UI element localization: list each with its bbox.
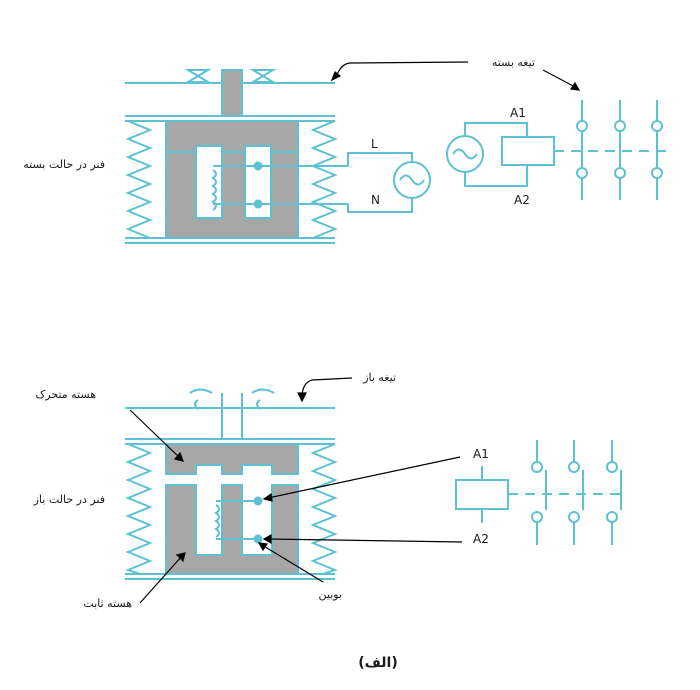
open-spring-right (310, 443, 338, 575)
closed-contactor (125, 69, 670, 244)
closed-coil-symbol (501, 136, 555, 166)
label-spring-closed: فنر در حالت بسته (23, 158, 105, 171)
figure-caption: (الف) (358, 655, 398, 671)
closed-spring-left (125, 120, 153, 239)
label-blade-open: تیغه باز (362, 371, 396, 384)
closed-coil (211, 169, 217, 211)
terminal-n: N (371, 193, 380, 207)
open-coil (214, 504, 220, 538)
closed-bowtie-left (184, 69, 212, 83)
terminal-a2-bottom: A2 (473, 532, 489, 546)
label-coil: بوبین (319, 588, 343, 601)
label-fixed-core: هسته ثابت (83, 597, 132, 610)
open-coil-symbol (455, 479, 509, 510)
terminal-a1-bottom: A1 (473, 447, 489, 461)
closed-core (165, 120, 299, 239)
terminal-l: L (371, 137, 378, 151)
terminal-a2-top: A2 (514, 193, 530, 207)
open-spring-left (125, 443, 153, 575)
closed-spring-right (310, 120, 338, 239)
label-moving-core: هسته متحرک (35, 388, 96, 401)
open-contactor (125, 388, 626, 580)
label-spring-open: فنر در حالت باز (33, 493, 105, 506)
fixed-core (165, 484, 299, 575)
label-blade-closed: تیغه بسته (492, 56, 535, 69)
closed-plunger (221, 69, 243, 117)
terminal-a1-top: A1 (510, 106, 526, 120)
open-arrows (129, 377, 463, 604)
closed-arrows (330, 61, 581, 91)
moving-core (165, 443, 299, 475)
closed-bowtie-right (249, 69, 277, 83)
